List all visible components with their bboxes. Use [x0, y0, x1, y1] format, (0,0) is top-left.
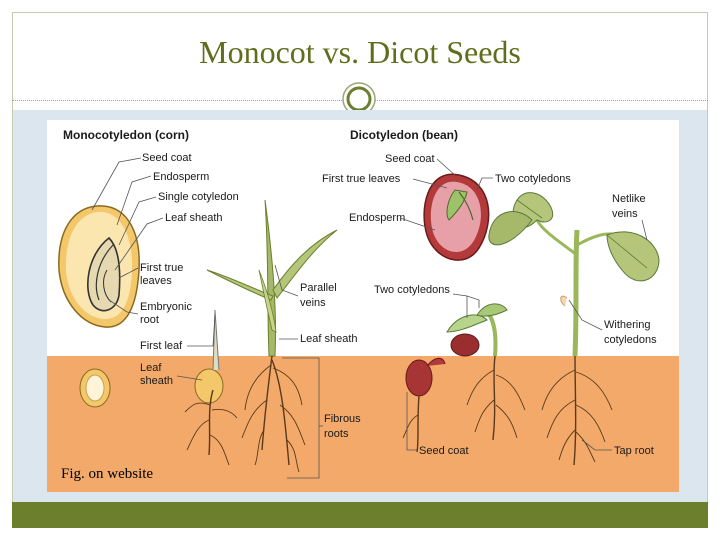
label-fibrous-2: roots [324, 428, 349, 440]
label-dicot-seed-coat: Seed coat [385, 153, 435, 165]
footer-bar [12, 502, 708, 528]
label-seed-coat: Seed coat [142, 152, 192, 164]
label-fibrous-1: Fibrous [324, 413, 361, 425]
label-dicot-endosperm: Endosperm [349, 212, 405, 224]
label-first-true-1: First true [140, 262, 183, 274]
seed-diagram: Monocotyledon (corn) Seed coat Endosperm… [47, 120, 679, 492]
label-embryonic-2: root [140, 314, 159, 326]
label-netlike-1: Netlike [612, 193, 646, 205]
label-endosperm: Endosperm [153, 171, 209, 183]
corn-seed-small [80, 369, 110, 407]
label-embryonic-1: Embryonic [140, 301, 192, 313]
monocot-heading: Monocotyledon (corn) [63, 128, 189, 142]
label-netlike-2: veins [612, 208, 638, 220]
label-dicot-seed-coat-bottom: Seed coat [419, 445, 469, 457]
dicot-heading: Dicotyledon (bean) [350, 128, 458, 142]
label-leaf-sheath-2: sheath [140, 375, 173, 387]
figure-caption: Fig. on website [61, 466, 153, 482]
label-first-leaf: First leaf [140, 340, 183, 352]
label-first-true-2: leaves [140, 275, 172, 287]
label-parallel-2: veins [300, 297, 326, 309]
label-leaf-sheath-top: Leaf sheath [165, 212, 223, 224]
label-dicot-two-cotyledons-top: Two cotyledons [495, 173, 571, 185]
label-leaf-sheath-1: Leaf [140, 362, 162, 374]
label-parallel-1: Parallel [300, 282, 337, 294]
bean-seed-cross-section [424, 174, 489, 260]
label-withering-1: Withering [604, 319, 650, 331]
label-withering-2: cotyledons [604, 334, 657, 346]
label-leaf-sheath-right: Leaf sheath [300, 333, 358, 345]
label-dicot-two-cotyledons-mid: Two cotyledons [374, 284, 450, 296]
label-dicot-first-true: First true leaves [322, 173, 401, 185]
label-tap-root: Tap root [614, 445, 654, 457]
slide-title: Monocot vs. Dicot Seeds [0, 34, 720, 71]
label-single-cotyledon: Single cotyledon [158, 191, 239, 203]
